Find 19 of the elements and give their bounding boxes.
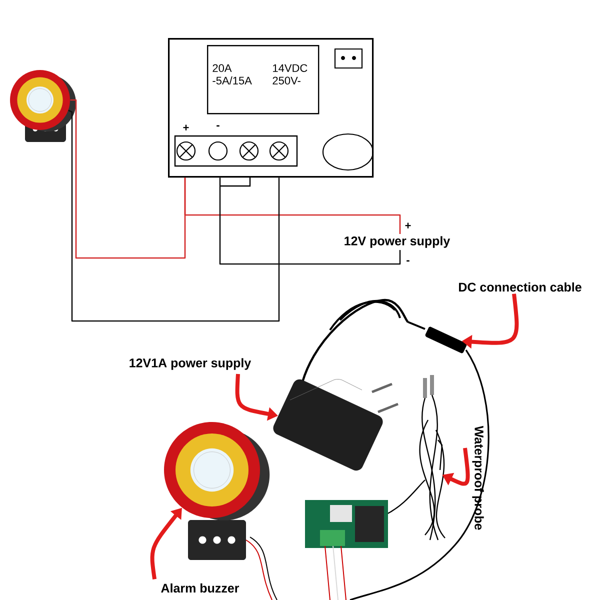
plug-drawing: [408, 321, 467, 354]
polarity-sign: -: [406, 260, 410, 262]
relay-box: 20A -5A/15A 14VDC 250V-: [207, 45, 320, 114]
siren-drawing: [10, 70, 76, 142]
supply-label: 12V power supply: [344, 236, 450, 248]
polarity-sign: -: [216, 125, 220, 127]
siren-drawing: [164, 422, 270, 560]
polarity-sign: +: [183, 124, 189, 130]
wire: [219, 178, 401, 265]
polarity-sign: +: [405, 222, 411, 228]
component-label: 12V1A power supply: [130, 358, 252, 370]
wire: [184, 178, 401, 234]
component-label: Alarm buzzer: [161, 583, 240, 593]
adapter-drawing: [273, 379, 398, 471]
wire: [70, 99, 186, 259]
wire: [68, 110, 280, 322]
component-label: DC connection cable: [459, 282, 582, 292]
probe-drawing: [419, 375, 446, 540]
controller-board: [168, 38, 374, 178]
